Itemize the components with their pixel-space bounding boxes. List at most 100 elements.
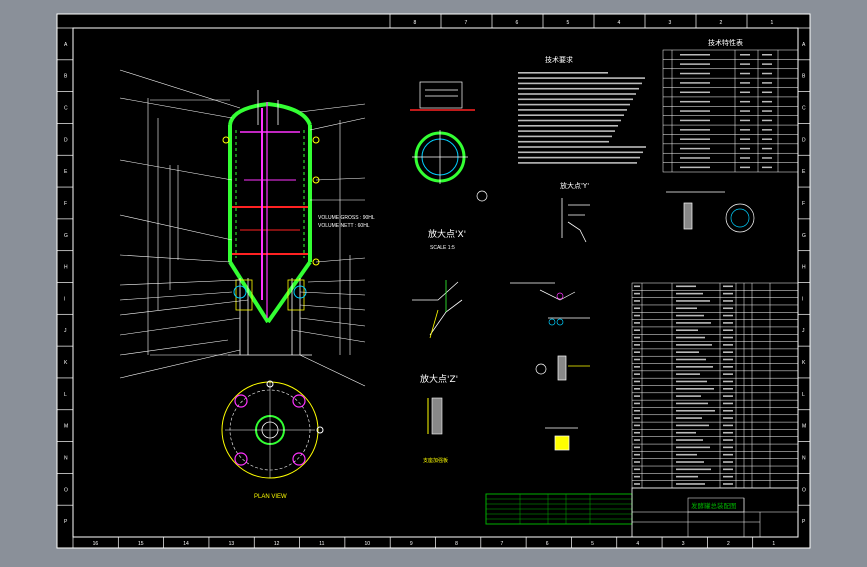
- cell-text: [723, 314, 733, 317]
- cell-text: [676, 358, 706, 361]
- ruler-top-label: 3: [669, 20, 672, 26]
- cell-text: [723, 373, 733, 375]
- cell-text: [676, 453, 697, 456]
- ruler-left-label: M: [64, 424, 68, 430]
- cell-text: [762, 157, 772, 159]
- ruler-right-label: G: [802, 233, 806, 239]
- cell-text: [723, 453, 733, 456]
- text-line: [518, 151, 643, 154]
- ruler-right-label: B: [802, 74, 806, 80]
- cell-text: [676, 483, 705, 485]
- cell-text: [740, 119, 750, 122]
- cell-text: [676, 314, 704, 317]
- cell-text: [634, 358, 640, 361]
- detail-x-drawing: [412, 280, 463, 339]
- volume-nett-label: VOLUME NETT : 60HL: [318, 223, 370, 229]
- ruler-right-label: F: [802, 201, 805, 207]
- cell-text: [676, 388, 714, 390]
- cell-text: [676, 373, 700, 375]
- ruler-bottom-label: 14: [183, 541, 189, 547]
- text-line: [518, 87, 639, 90]
- cell-text: [634, 446, 640, 449]
- cell-text: [634, 300, 640, 302]
- cell-text: [676, 366, 713, 368]
- text-line: [518, 82, 642, 85]
- cell-text: [680, 91, 710, 94]
- text-line: [518, 119, 621, 122]
- cell-text: [740, 72, 750, 75]
- ruler-right-label: O: [802, 487, 806, 493]
- text-line: [518, 135, 612, 138]
- cell-text: [740, 54, 750, 56]
- cell-text: [676, 344, 712, 346]
- cell-text: [723, 351, 733, 353]
- ruler-top-label: 5: [567, 20, 570, 26]
- cell-text: [676, 446, 710, 449]
- detail-z-caption: 支座加强板: [423, 457, 448, 464]
- ruler-right-label: D: [802, 137, 806, 143]
- cell-text: [680, 138, 710, 140]
- cell-text: [740, 157, 750, 159]
- cell-text: [676, 380, 707, 383]
- middle-sketches: [510, 282, 590, 451]
- text-line: [518, 130, 615, 132]
- cell-text: [634, 402, 640, 405]
- cell-text: [740, 91, 750, 94]
- text-line: [518, 146, 646, 148]
- ruler-bottom-label: 1: [772, 541, 775, 547]
- ruler-left-label: D: [64, 137, 68, 143]
- cell-text: [723, 483, 733, 485]
- ruler-top-label: 4: [618, 20, 621, 26]
- detail-y-drawing: [561, 198, 590, 243]
- cell-text: [676, 292, 703, 295]
- cell-text: [634, 431, 640, 434]
- cell-text: [634, 468, 640, 471]
- plan-view-label: PLAN VIEW: [254, 494, 287, 500]
- ruler-right-label: K: [802, 360, 806, 366]
- ruler-right-label: I: [802, 296, 803, 302]
- tech-table-title: 技术特性表: [708, 38, 743, 47]
- ruler-left-label: C: [64, 106, 68, 112]
- cell-text: [676, 307, 697, 310]
- ruler-left-label: O: [64, 487, 68, 493]
- cell-text: [723, 446, 733, 449]
- cell-text: [634, 395, 640, 397]
- ruler-left-label: B: [64, 74, 68, 80]
- title-block: [631, 487, 799, 538]
- ruler-left-label: G: [64, 233, 68, 239]
- cell-text: [634, 314, 640, 317]
- text-line: [518, 162, 637, 164]
- ruler-right-label: A: [802, 42, 806, 48]
- cell-text: [723, 285, 733, 288]
- ruler-bottom-label: 7: [500, 541, 503, 547]
- cell-text: [634, 336, 640, 339]
- detail-z-title: 放大点'Z': [420, 373, 458, 385]
- cell-text: [723, 475, 733, 478]
- ruler-top-label: 2: [720, 20, 723, 26]
- cell-text: [676, 461, 704, 463]
- ruler-right-label: J: [802, 328, 805, 334]
- cell-text: [723, 439, 733, 441]
- detail-x-title: 放大点'X': [428, 228, 466, 240]
- ruler-right-label: P: [802, 519, 806, 525]
- plan-view: [221, 380, 324, 479]
- volume-gross-label: VOLUME GROSS : 90HL: [318, 215, 375, 221]
- ruler-left-label: L: [64, 392, 67, 398]
- cell-text: [680, 147, 710, 150]
- ruler-top-label: 1: [771, 20, 774, 26]
- ruler-bottom-label: 2: [727, 541, 730, 547]
- cell-text: [634, 366, 640, 368]
- ruler-bottom-label: 6: [546, 541, 549, 547]
- cell-text: [740, 100, 750, 103]
- cell-text: [676, 424, 709, 427]
- ruler-right-label: N: [802, 455, 806, 461]
- cell-text: [723, 388, 733, 390]
- cell-text: [634, 329, 640, 332]
- ruler-bottom-label: 15: [138, 541, 144, 547]
- tech-requirements-title: 技术要求: [545, 55, 573, 64]
- cell-text: [634, 461, 640, 463]
